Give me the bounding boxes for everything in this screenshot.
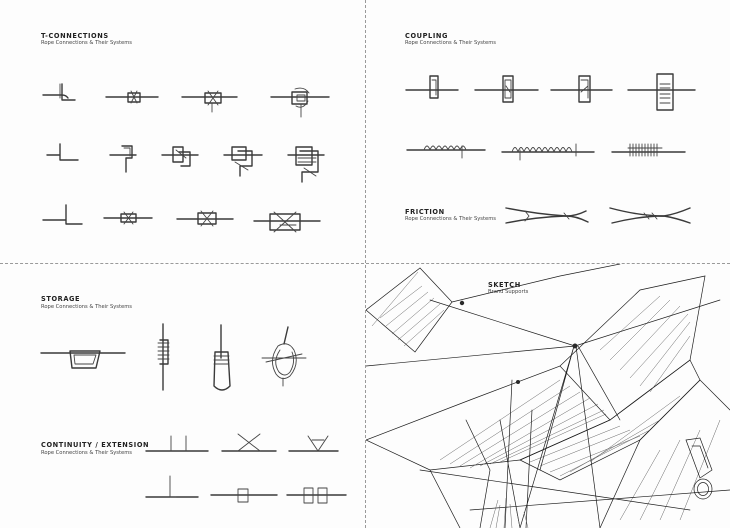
storage-1 [40, 350, 126, 369]
t-connection-2-1 [46, 143, 79, 161]
coupling-1-4 [627, 73, 696, 111]
t-connection-2-5 [287, 146, 325, 183]
t-connection-2-2 [109, 145, 137, 173]
t-connection-1-2 [105, 90, 159, 104]
sketch-title: SKETCH [488, 281, 521, 289]
horizontal-divider [0, 263, 730, 264]
t-connection-1-3 [181, 90, 238, 113]
t-connection-3-4 [253, 211, 321, 233]
coupling-subtitle: Rope Connections & Their Systems [405, 40, 496, 46]
t-connections-title: T-CONNECTIONS [41, 32, 109, 40]
brand-supports-sketch [366, 264, 730, 528]
coupling-2-2 [501, 143, 595, 161]
continuity-title: CONTINUITY / EXTENSION [41, 441, 150, 449]
friction-subtitle: Rope Connections & Their Systems [405, 216, 496, 222]
continuity-2-3 [286, 487, 347, 504]
t-connection-3-1 [42, 204, 83, 225]
t-connection-3-3 [176, 210, 234, 227]
storage-4 [261, 326, 307, 387]
continuity-1-2 [221, 433, 277, 452]
coupling-2-3 [611, 143, 686, 157]
coupling-title: COUPLING [405, 32, 449, 40]
t-connection-1-4 [270, 87, 330, 118]
continuity-1-3 [288, 435, 339, 452]
friction-2 [609, 207, 691, 224]
coupling-1-2 [474, 75, 539, 103]
continuity-subtitle: Rope Connections & Their Systems [41, 450, 132, 456]
t-connections-subtitle: Rope Connections & Their Systems [41, 40, 132, 46]
storage-2 [157, 323, 170, 391]
storage-3 [213, 324, 231, 391]
coupling-2-1 [406, 145, 486, 159]
vertical-divider [365, 0, 366, 528]
t-connection-2-3 [161, 146, 199, 167]
friction-title: FRICTION [405, 208, 445, 216]
continuity-2-1 [145, 475, 199, 498]
t-connection-1-1 [42, 83, 76, 101]
storage-title: STORAGE [41, 295, 81, 303]
coupling-1-1 [405, 75, 459, 99]
friction-1 [505, 207, 589, 224]
t-connection-3-2 [103, 211, 153, 225]
coupling-1-3 [550, 75, 613, 103]
continuity-1-1 [145, 435, 209, 452]
storage-subtitle: Rope Connections & Their Systems [41, 304, 132, 310]
continuity-2-2 [210, 488, 278, 503]
t-connection-2-4 [223, 146, 263, 177]
sketch-subtitle: Brand Supports [488, 289, 529, 295]
